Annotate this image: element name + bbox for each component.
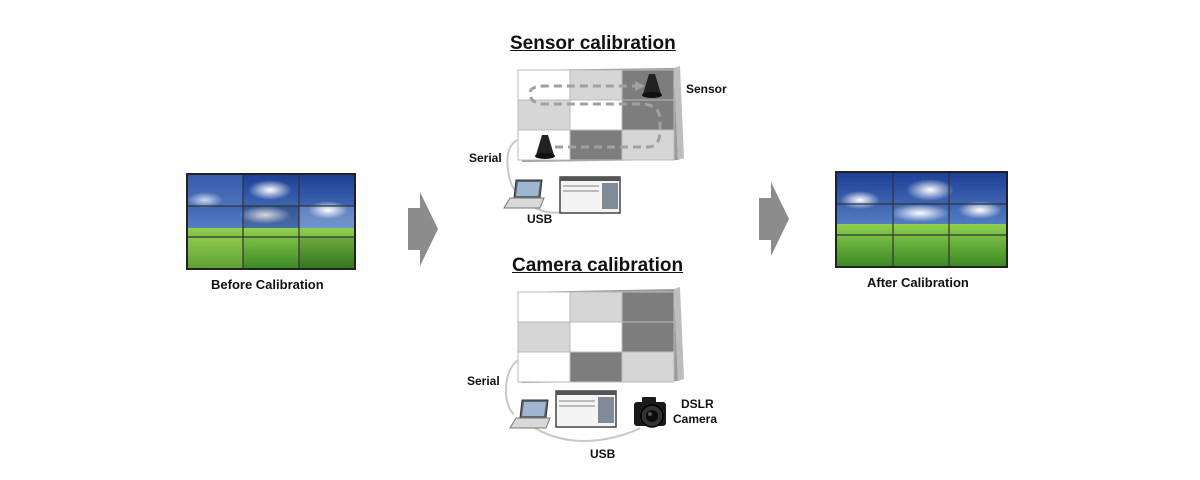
monitor-screen-icon — [555, 390, 617, 428]
camera-calibration-grid — [517, 287, 684, 383]
arrow-right-icon — [759, 182, 789, 256]
after-video-wall — [835, 171, 1008, 268]
sensor-calibration-grid — [517, 66, 684, 162]
arrow-right-icon — [408, 192, 438, 266]
sensor-usb-label: USB — [527, 212, 553, 226]
sensor-serial-label: Serial — [469, 151, 502, 165]
dslr-camera-icon — [634, 397, 666, 428]
monitor-screen-icon — [559, 176, 621, 214]
dslr-label: DSLR — [681, 397, 714, 411]
laptop-icon — [503, 179, 545, 209]
before-video-wall — [186, 173, 356, 270]
sensor-calibration-title: Sensor calibration — [510, 33, 676, 54]
camera-usb-label: USB — [590, 447, 616, 461]
sensor-icon — [642, 74, 662, 98]
camera-calibration-title: Camera calibration — [512, 255, 684, 276]
laptop-icon — [509, 399, 551, 429]
camera-serial-label: Serial — [467, 374, 500, 388]
after-calibration-label: After Calibration — [867, 275, 969, 290]
before-calibration-label: Before Calibration — [211, 277, 324, 292]
sensor-icon — [535, 135, 555, 159]
camera-label: Camera — [673, 412, 718, 426]
sensor-label: Sensor — [686, 82, 727, 96]
